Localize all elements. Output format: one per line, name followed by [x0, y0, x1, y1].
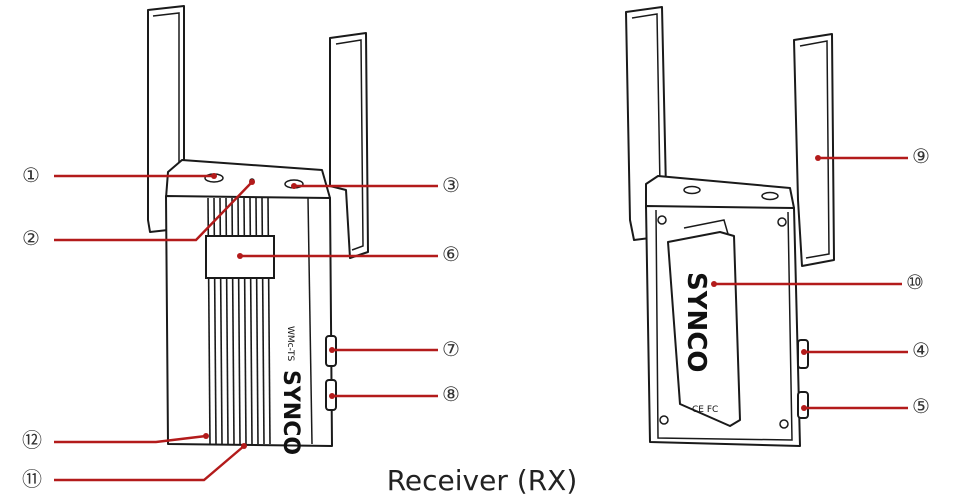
callout-3: ③ — [291, 173, 460, 197]
callout-6: ⑥ — [237, 242, 460, 266]
svg-text:⑨: ⑨ — [912, 144, 930, 168]
callout-4: ④ — [801, 338, 930, 362]
svg-text:⑤: ⑤ — [912, 394, 930, 418]
top-face — [165, 159, 331, 199]
figure-caption: Receiver (RX) — [387, 464, 578, 497]
callout-2: ② — [22, 179, 255, 250]
brand-text-clip: SYNCO — [681, 272, 711, 373]
cert-marks: CE FC — [692, 405, 718, 415]
svg-text:③: ③ — [442, 173, 460, 197]
right-antenna — [329, 32, 369, 259]
svg-text:⑩: ⑩ — [906, 270, 924, 294]
back-right-antenna — [793, 33, 835, 267]
callout-12: ⑫ — [22, 428, 209, 452]
back-top-face — [645, 175, 795, 209]
callout-11: ⑪ — [22, 443, 247, 491]
callout-8: ⑧ — [329, 382, 460, 406]
svg-text:①: ① — [22, 163, 40, 187]
model-text: WMc-TS — [285, 326, 295, 362]
callout-1: ① — [22, 163, 217, 187]
svg-text:②: ② — [22, 226, 40, 250]
svg-text:⑥: ⑥ — [442, 242, 460, 266]
callout-10: ⑩ — [711, 270, 924, 294]
front-view-receiver: WMc-TS SYNCO — [147, 5, 369, 455]
back-body: SYNCO CE FC — [645, 205, 809, 447]
callout-7: ⑦ — [329, 337, 460, 361]
svg-text:⑪: ⑪ — [22, 467, 42, 491]
callout-9: ⑨ — [815, 144, 930, 168]
callout-5: ⑤ — [801, 394, 930, 418]
svg-text:⑦: ⑦ — [442, 337, 460, 361]
back-side-button-lower[interactable] — [797, 391, 809, 419]
svg-text:⑫: ⑫ — [22, 428, 42, 452]
svg-text:⑧: ⑧ — [442, 382, 460, 406]
belt-clip[interactable] — [667, 231, 741, 427]
brand-text-front: SYNCO — [278, 370, 303, 455]
svg-text:④: ④ — [912, 338, 930, 362]
front-body: WMc-TS SYNCO — [165, 195, 337, 455]
back-view-receiver: SYNCO CE FC — [625, 6, 835, 447]
